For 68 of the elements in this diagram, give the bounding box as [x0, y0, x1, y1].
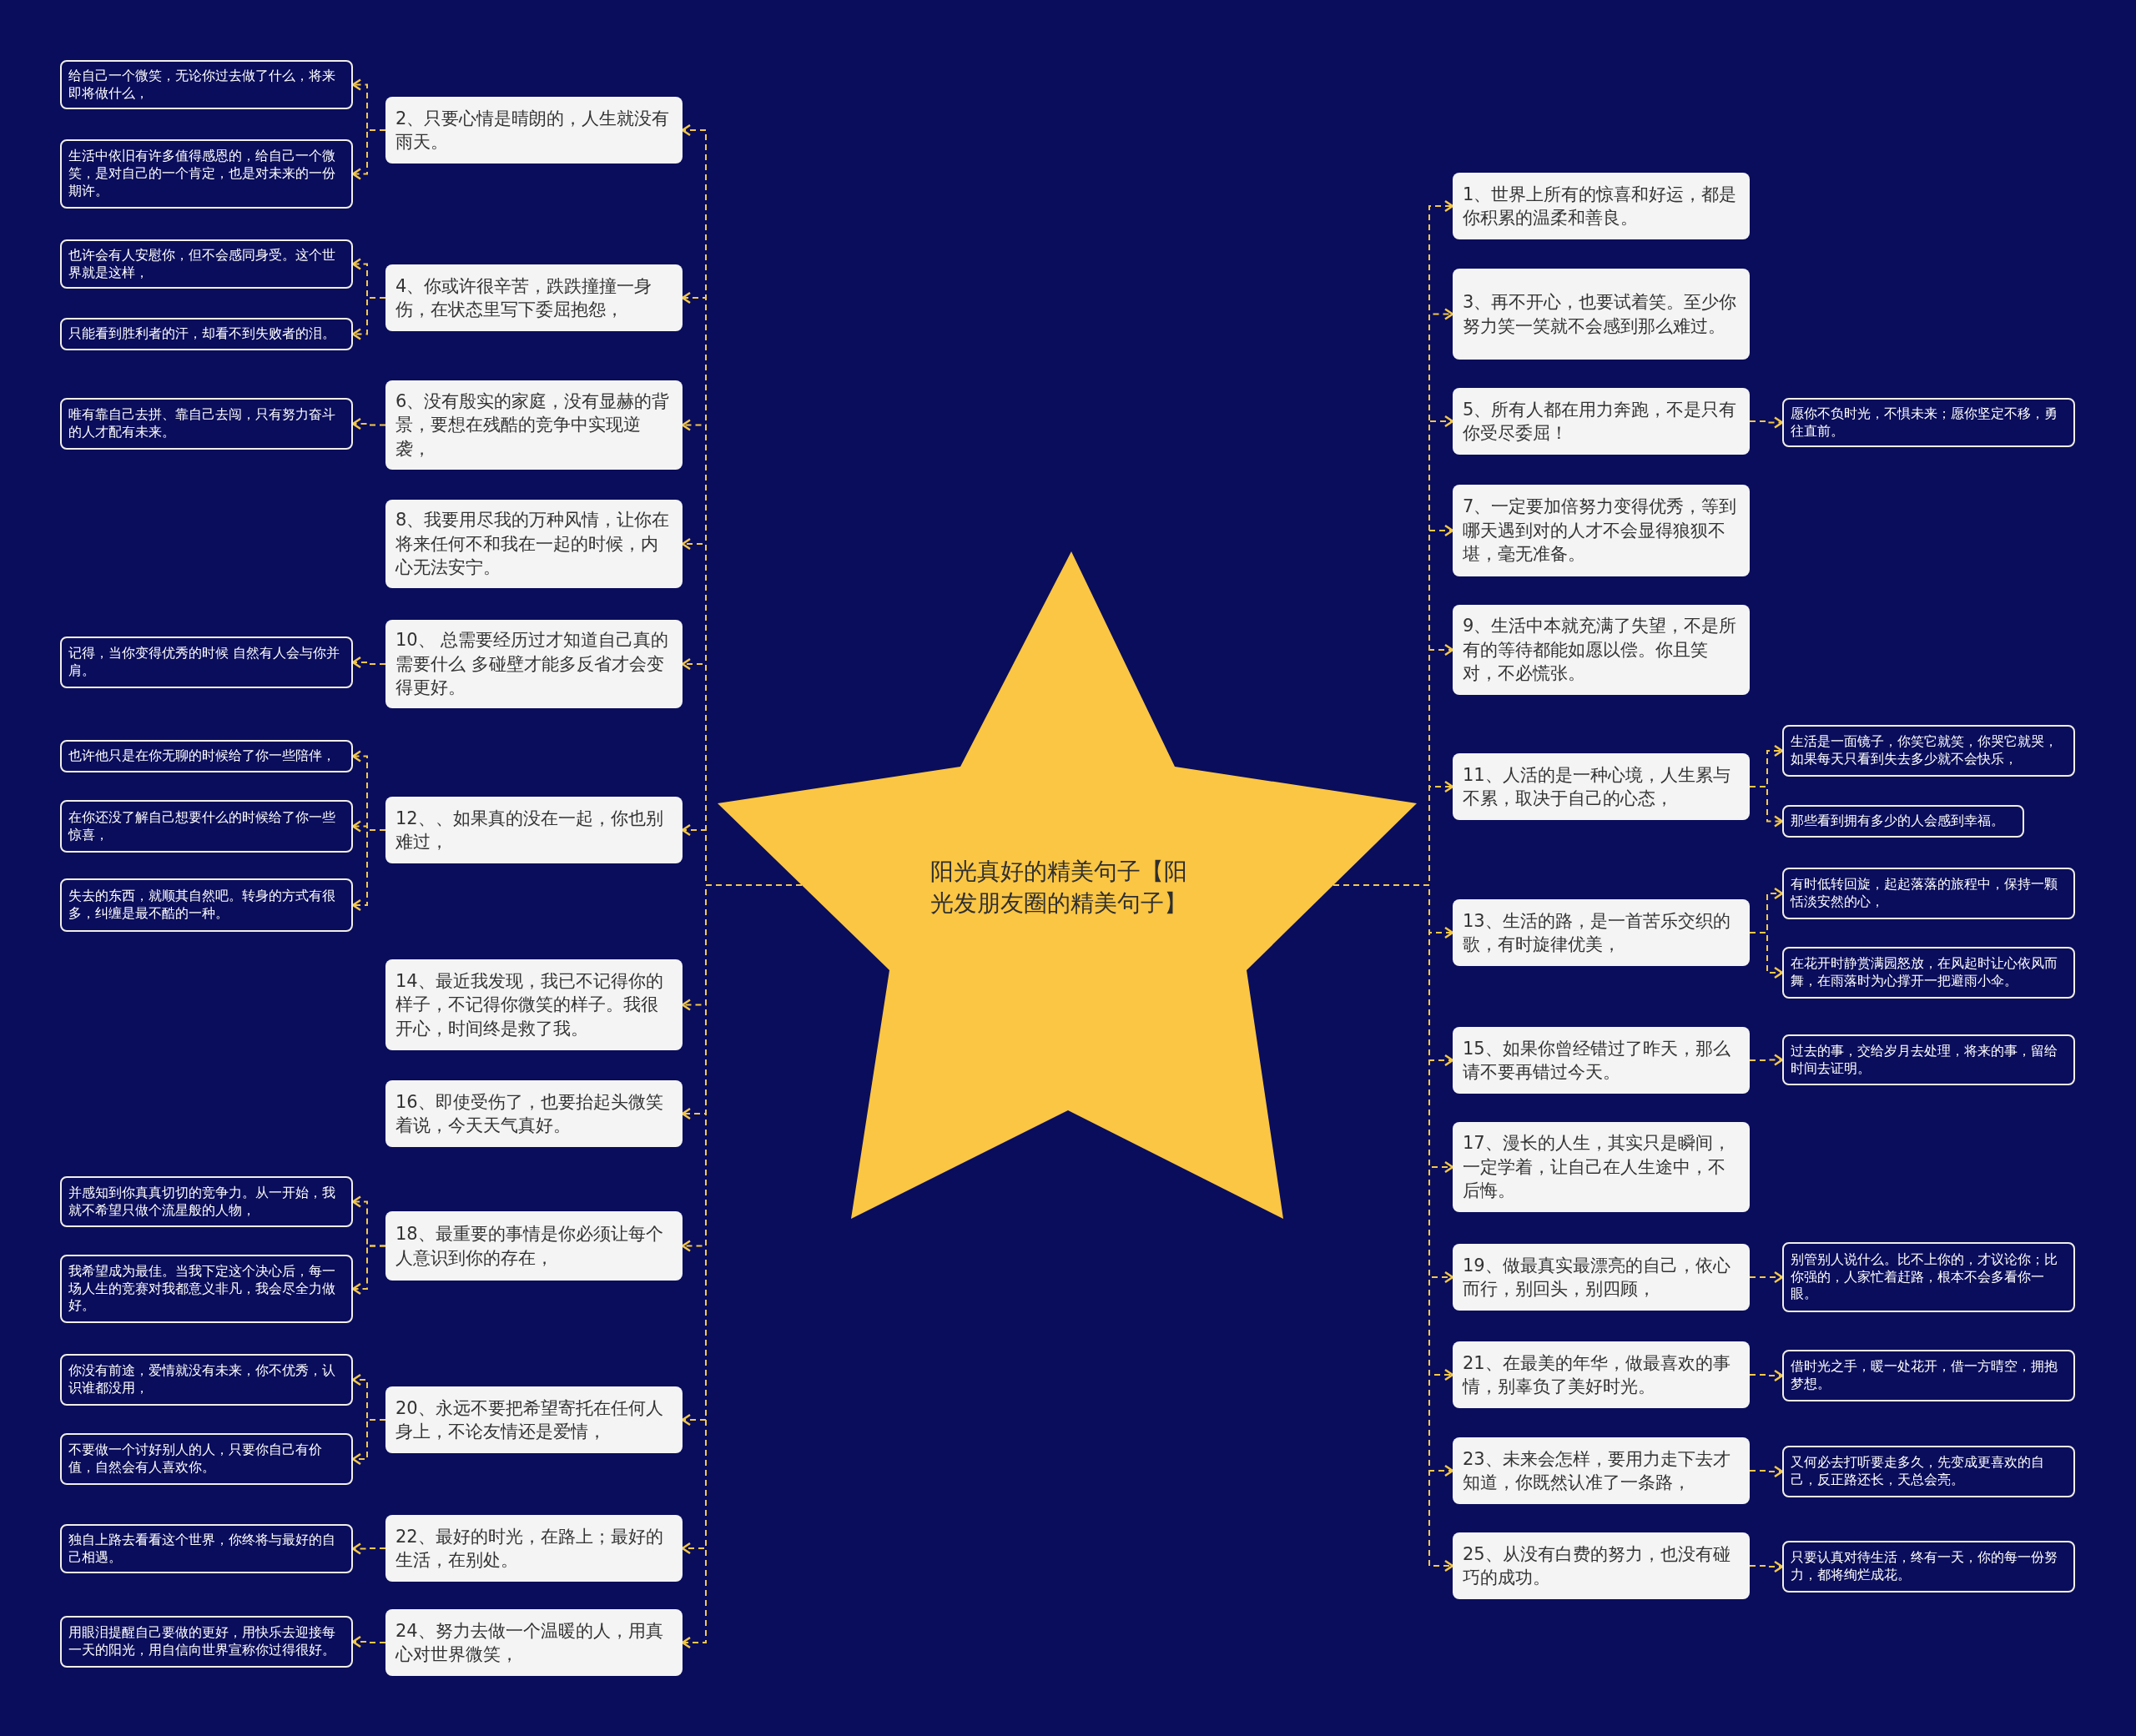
connector-arrow: [351, 829, 386, 912]
quote-box: 7、一定要加倍努力变得优秀，等到哪天遇到对的人才不会显得狼狈不堪，毫无准备。: [1453, 485, 1750, 576]
quote-box: 17、漫长的人生，其实只是瞬间，一定学着，让自己在人生途中，不后悔。: [1453, 1122, 1750, 1212]
connector-arrow: [351, 297, 386, 340]
quote-box: 9、生活中本就充满了失望，不是所有的等待都能如愿以偿。你且笑对，不必慌张。: [1453, 605, 1750, 695]
quote-box: 16、即使受伤了，也要抬起头微笑着说，今天天气真好。: [385, 1080, 683, 1147]
quote-box: 14、最近我发现，我已不记得你的样子，不记得你微笑的样子。我很开心，时间终是救了我。: [385, 959, 683, 1050]
quote-box: 4、你或许很辛苦，跌跌撞撞一身伤，在状态里写下委屈抱怨，: [385, 264, 683, 331]
note-box: 在花开时静赏满园怒放，在风起时让心依风而舞，在雨落时为心撑开一把避雨小伞。: [1782, 947, 2075, 999]
quote-box: 6、没有殷实的家庭，没有显赫的背景，要想在残酷的竞争中实现逆袭，: [385, 380, 683, 470]
connector-arrow: [1749, 932, 1784, 979]
note-box: 生活是一面镜子，你笑它就笑，你哭它就哭，如果每天只看到失去多少就不会快乐，: [1782, 725, 2075, 777]
connector-arrow: [351, 1635, 386, 1648]
quote-box: 15、如果你曾经错过了昨天，那么请不要再错过今天。: [1453, 1027, 1750, 1094]
connector-arrow: [351, 129, 386, 180]
note-box: 用眼泪提醒自己要做的更好，用快乐去迎接每一天的阳光，用自信向世界宣称你过得很好。: [60, 1616, 353, 1668]
note-box: 别管别人说什么。比不上你的，才议论你；比你强的，人家忙着赶路，根本不会多看你一眼。: [1782, 1242, 2075, 1312]
connector-arrow: [1749, 1369, 1784, 1382]
quote-box: 2、只要心情是晴朗的，人生就没有雨天。: [385, 97, 683, 164]
connector-arrow: [1749, 1465, 1784, 1478]
quote-box: 3、再不开心，也要试着笑。至少你努力笑一笑就不会感到那么难过。: [1453, 269, 1750, 360]
note-box: 我希望成为最佳。当我下定这个决心后，每一场人生的竞赛对我都意义非凡，我会尽全力做好。: [60, 1255, 353, 1323]
connector-arrow: [351, 1542, 386, 1555]
note-box: 并感知到你真真切切的竞争力。从一开始，我就不希望只做个流星般的人物，: [60, 1176, 353, 1227]
note-box: 有时低转回旋，起起落落的旅程中，保持一颗恬淡安然的心，: [1782, 868, 2075, 919]
quote-box: 13、生活的路，是一首苦乐交织的歌，有时旋律优美，: [1453, 899, 1750, 966]
note-box: 又何必去打听要走多久，先变成更喜欢的自己，反正路还长，天总会亮。: [1782, 1446, 2075, 1497]
connector-arrow: [1749, 416, 1784, 429]
quote-box: 12、、如果真的没在一起，你也别难过，: [385, 797, 683, 863]
quote-box: 19、做最真实最漂亮的自己，依心而行，别回头，别四顾，: [1453, 1244, 1750, 1311]
note-box: 你没有前途，爱情就没有未来，你不优秀，认识谁都没用，: [60, 1354, 353, 1406]
connector-arrow: [351, 1245, 386, 1296]
connector-arrow: [351, 656, 386, 669]
note-box: 失去的东西，就顺其自然吧。转身的方式有很多，纠缠是最不酷的一种。: [60, 878, 353, 932]
quote-box: 22、最好的时光，在路上；最好的生活，在别处。: [385, 1515, 683, 1582]
note-box: 借时光之手，暖一处花开，借一方晴空，拥抱梦想。: [1782, 1350, 2075, 1401]
connector-arrow: [1749, 1054, 1784, 1066]
note-box: 独自上路去看看这个世界，你终将与最好的自己相遇。: [60, 1524, 353, 1573]
quote-box: 10、 总需要经历过才知道自己真的需要什么 多碰壁才能多反省才会变得更好。: [385, 620, 683, 708]
note-box: 那些看到拥有多少的人会感到幸福。: [1782, 805, 2024, 838]
quote-box: 1、世界上所有的惊喜和好运，都是你积累的温柔和善良。: [1453, 173, 1750, 239]
connector-arrow: [1749, 786, 1784, 828]
note-box: 过去的事，交给岁月去处理，将来的事，留给时间去证明。: [1782, 1034, 2075, 1085]
central-topic: 阳光真好的精美句子【阳光发朋友圈的精美句子】: [930, 857, 1188, 918]
note-box: 只要认真对待生活，终有一天，你的每一份努力，都将绚烂成花。: [1782, 1541, 2075, 1593]
quote-box: 5、所有人都在用力奔跑，不是只有你受尽委屈！: [1453, 388, 1750, 455]
quote-box: 23、未来会怎样，要用力走下去才知道，你既然认准了一条路，: [1453, 1437, 1750, 1504]
quote-box: 8、我要用尽我的万种风情，让你在将来任何不和我在一起的时候，内心无法安宁。: [385, 500, 683, 588]
note-box: 也许他只是在你无聊的时候给了你一些陪伴，: [60, 740, 353, 772]
quote-box: 24、努力去做一个温暖的人，用真心对世界微笑，: [385, 1609, 683, 1676]
note-box: 愿你不负时光，不惧未来；愿你坚定不移，勇往直前。: [1782, 398, 2075, 447]
note-box: 生活中依旧有许多值得感恩的，给自己一个微笑，是对自己的一个肯定，也是对未来的一份期许。: [60, 139, 353, 209]
quote-box: 20、永远不要把希望寄托在任何人身上，不论友情还是爱情，: [385, 1386, 683, 1453]
quote-box: 21、在最美的年华，做最喜欢的事情，别辜负了美好时光。: [1453, 1341, 1750, 1408]
connector-arrow: [351, 417, 386, 430]
note-box: 唯有靠自己去拼、靠自己去闯，只有努力奋斗的人才配有未来。: [60, 398, 353, 450]
note-box: 不要做一个讨好别人的人，只要你自己有价值，自然会有人喜欢你。: [60, 1433, 353, 1485]
connector-arrow: [351, 1419, 386, 1466]
quote-box: 18、最重要的事情是你必须让每个人意识到你的存在，: [385, 1211, 683, 1281]
quote-box: 25、从没有白费的努力，也没有碰巧的成功。: [1453, 1532, 1750, 1599]
note-box: 只能看到胜利者的汗，却看不到失败者的泪。: [60, 318, 353, 350]
note-box: 给自己一个微笑，无论你过去做了什么，将来即将做什么，: [60, 60, 353, 109]
note-box: 在你还没了解自己想要什么的时候给了你一些惊喜，: [60, 800, 353, 853]
quote-box: 11、人活的是一种心境，人生累与不累，取决于自己的心态，: [1453, 753, 1750, 820]
connector-arrow: [1749, 1271, 1784, 1284]
note-box: 也许会有人安慰你，但不会感同身受。这个世界就是这样，: [60, 239, 353, 289]
note-box: 记得，当你变得优秀的时候 自然有人会与你并肩。: [60, 637, 353, 688]
connector-arrow: [1749, 1560, 1784, 1573]
